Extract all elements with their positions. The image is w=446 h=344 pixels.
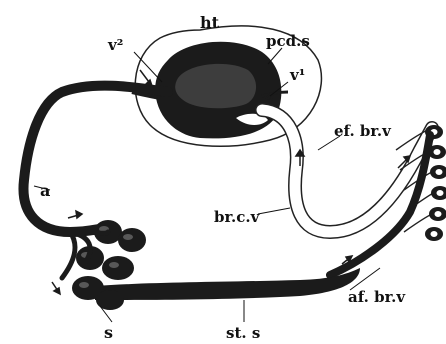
label-afferent-branchial-vessel: af. br.v — [348, 288, 406, 306]
label-branchio-cardiac-vessel: br.c.v — [214, 208, 261, 226]
sternal-sinus — [95, 268, 360, 300]
label-heart: ht — [200, 13, 220, 32]
label-artery: a — [40, 181, 50, 200]
label-v2: v² — [107, 36, 123, 54]
label-sternal-sinus: st. s — [226, 324, 260, 342]
label-efferent-branchial-vessel: ef. br.v — [334, 122, 392, 140]
heart-highlight — [175, 64, 256, 108]
label-sinus: s — [104, 323, 113, 342]
label-v1: v¹ — [289, 66, 305, 84]
label-pericardial-sinus: pcd.s — [266, 32, 310, 50]
